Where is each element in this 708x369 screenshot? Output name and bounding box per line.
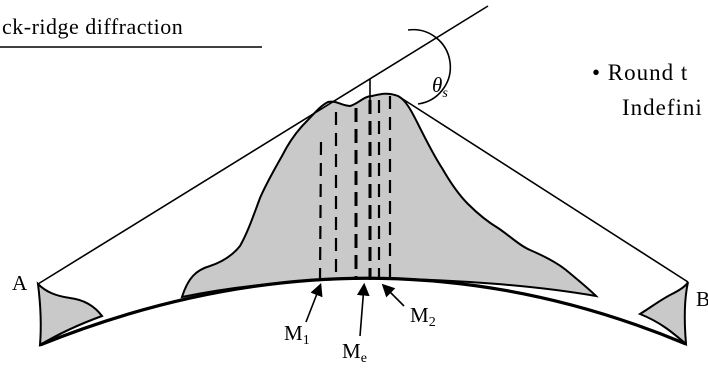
point-b-label: B	[696, 287, 708, 311]
me-label: Me	[342, 339, 367, 366]
earth-curvature-arc	[39, 276, 687, 347]
point-a-label: A	[12, 271, 28, 295]
note-line-2: Indefini	[622, 95, 703, 120]
m1-label: M1	[284, 321, 310, 348]
diffraction-angle-label: θs	[432, 73, 448, 101]
diffraction-angle-arc	[407, 28, 452, 105]
note-line-1: • Round t	[592, 60, 688, 85]
terrain-at-a	[36, 281, 104, 347]
m2-label: M2	[410, 303, 436, 330]
ridge-terrain	[180, 92, 599, 299]
diagram-heading: ck-ridge diffraction	[2, 14, 183, 39]
terrain-at-b	[637, 281, 689, 347]
arrow-me	[356, 282, 370, 337]
arrow-m1	[305, 283, 323, 323]
arrow-m2	[381, 283, 405, 307]
ray-a-to-ridge	[37, 5, 489, 285]
ray-ridge-to-b	[397, 95, 689, 283]
dashed-line-m1-left	[318, 141, 323, 281]
